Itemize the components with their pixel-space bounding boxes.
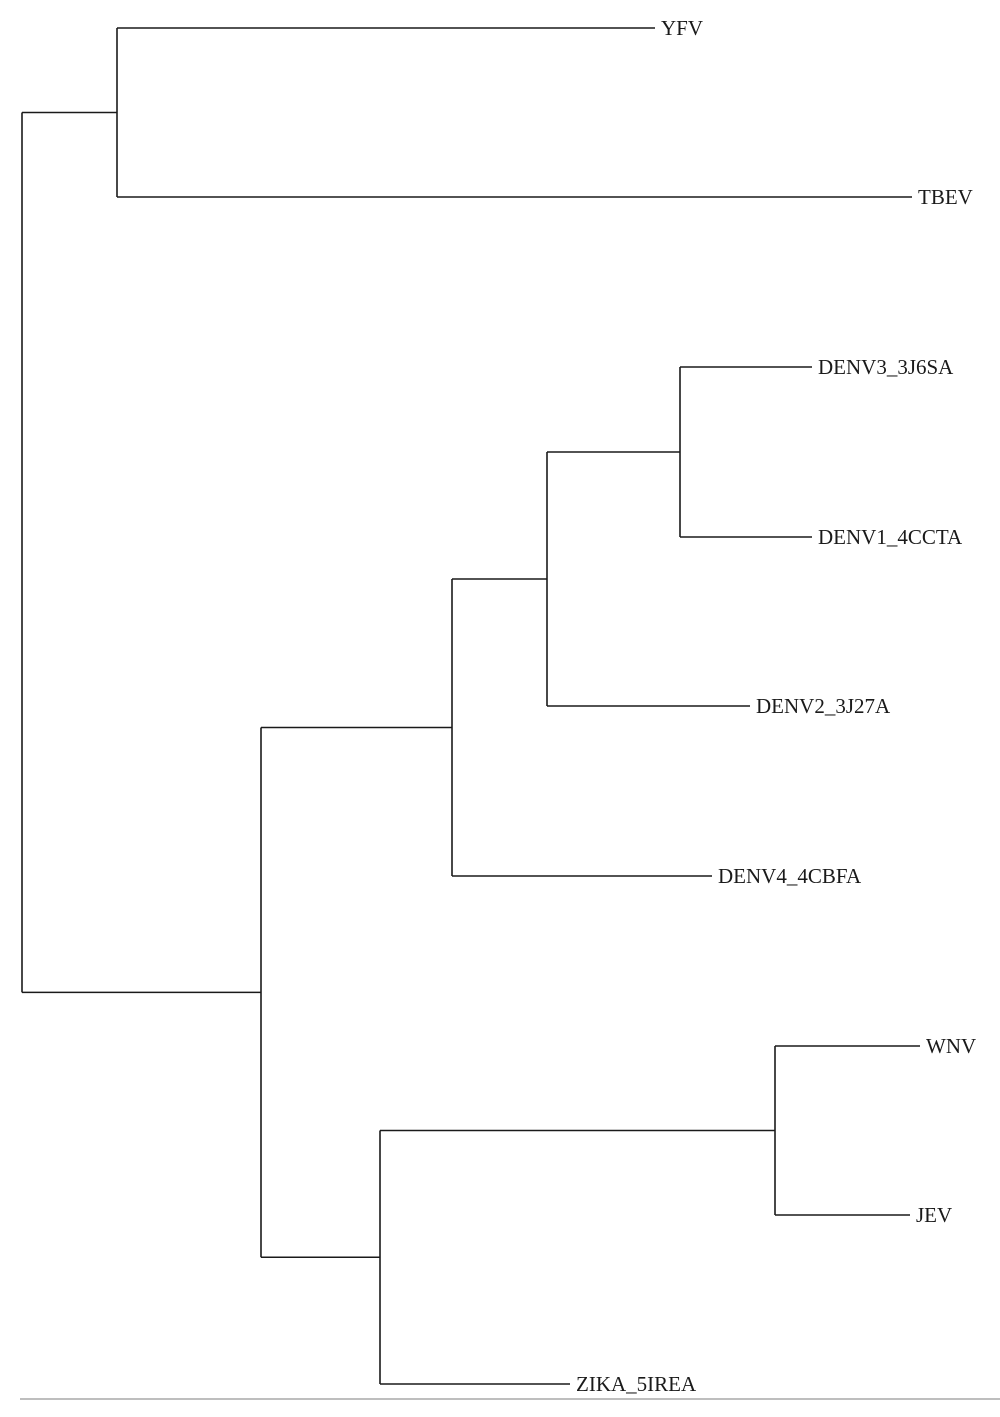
leaf-label-jev: JEV	[916, 1203, 952, 1227]
tree-branches	[21, 27, 920, 1385]
leaf-label-denv2: DENV2_3J27A	[756, 694, 891, 718]
leaf-labels: YFV TBEV DENV3_3J6SA DENV1_4CCTA DENV2_3J27A…	[576, 16, 976, 1396]
leaf-label-wnv: WNV	[926, 1034, 976, 1058]
leaf-label-zika: ZIKA_5IREA	[576, 1372, 697, 1396]
leaf-label-yfv: YFV	[661, 16, 703, 40]
leaf-label-tbev: TBEV	[918, 185, 973, 209]
leaf-label-denv4: DENV4_4CBFA	[718, 864, 862, 888]
leaf-label-denv1: DENV1_4CCTA	[818, 525, 963, 549]
leaf-label-denv3: DENV3_3J6SA	[818, 355, 954, 379]
